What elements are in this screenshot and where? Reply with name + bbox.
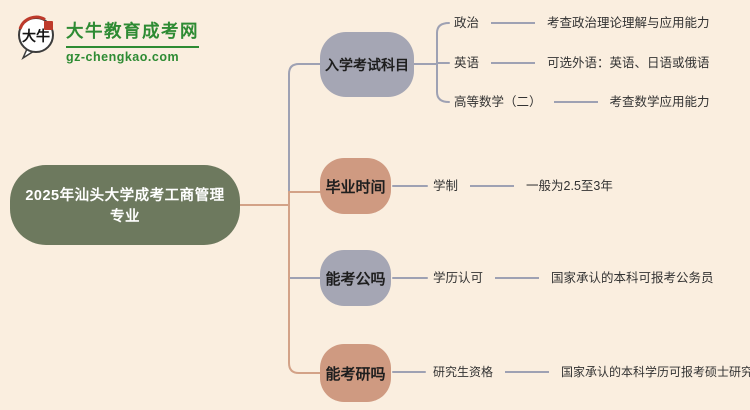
logo-text-block: 大牛教育成考网 gz-chengkao.com	[66, 13, 199, 64]
row-separator-line	[491, 62, 536, 64]
branch-node-civil-service: 能考公吗	[320, 250, 391, 306]
branch-node-exam-subjects: 入学考试科目	[320, 32, 414, 97]
branch-node-postgraduate: 能考研吗	[320, 344, 391, 402]
leaf-desc: 一般为2.5至3年	[526, 179, 613, 193]
leaf-desc: 考查政治理论理解与应用能力	[547, 16, 710, 30]
row-separator-line	[470, 185, 515, 187]
connector-trunk-lower	[288, 191, 321, 374]
ox-icon-text: 大牛	[22, 28, 50, 44]
leaf-row-degree-recognition: 学历认可 国家承认的本科可报考公务员	[433, 268, 714, 288]
leaf-desc: 国家承认的本科可报考公务员	[551, 271, 714, 285]
leaf-row-politics: 政治 考查政治理论理解与应用能力	[454, 13, 710, 33]
row-separator-line	[495, 277, 540, 279]
leaf-desc: 可选外语：英语、日语或俄语	[547, 56, 710, 70]
leaf-label: 研究生资格	[433, 365, 494, 379]
leaf-row-english: 英语 可选外语：英语、日语或俄语	[454, 53, 710, 73]
leaf-desc: 国家承认的本科学历可报考硕士研究生	[561, 365, 750, 379]
leaf-row-postgrad-eligibility: 研究生资格 国家承认的本科学历可报考硕士研究生	[433, 362, 750, 382]
brand-name: 大牛教育成考网	[66, 18, 199, 48]
leaf-row-study-length: 学制 一般为2.5至3年	[433, 176, 613, 196]
row-separator-line	[491, 22, 536, 24]
leaf-label: 高等数学（二）	[454, 95, 542, 109]
connector-branch1-bracket	[436, 22, 450, 103]
leaf-label: 英语	[454, 56, 480, 70]
row-separator-line	[553, 101, 598, 103]
branch-node-graduation-time: 毕业时间	[320, 158, 391, 214]
leaf-label: 政治	[454, 16, 480, 30]
row-separator-line	[505, 371, 550, 373]
leaf-row-advanced-math: 高等数学（二） 考查数学应用能力	[454, 92, 710, 112]
leaf-label: 学制	[433, 179, 459, 193]
leaf-desc: 考查数学应用能力	[609, 95, 710, 109]
main-topic-node: 2025年汕头大学成考工商管理专业	[10, 165, 240, 245]
site-logo[interactable]: 大牛 大牛教育成考网 gz-chengkao.com	[15, 13, 199, 64]
brand-domain: gz-chengkao.com	[66, 50, 180, 64]
leaf-label: 学历认可	[433, 271, 484, 285]
connector-trunk-upper	[288, 63, 321, 193]
ox-mascot-icon: 大牛	[18, 15, 54, 60]
